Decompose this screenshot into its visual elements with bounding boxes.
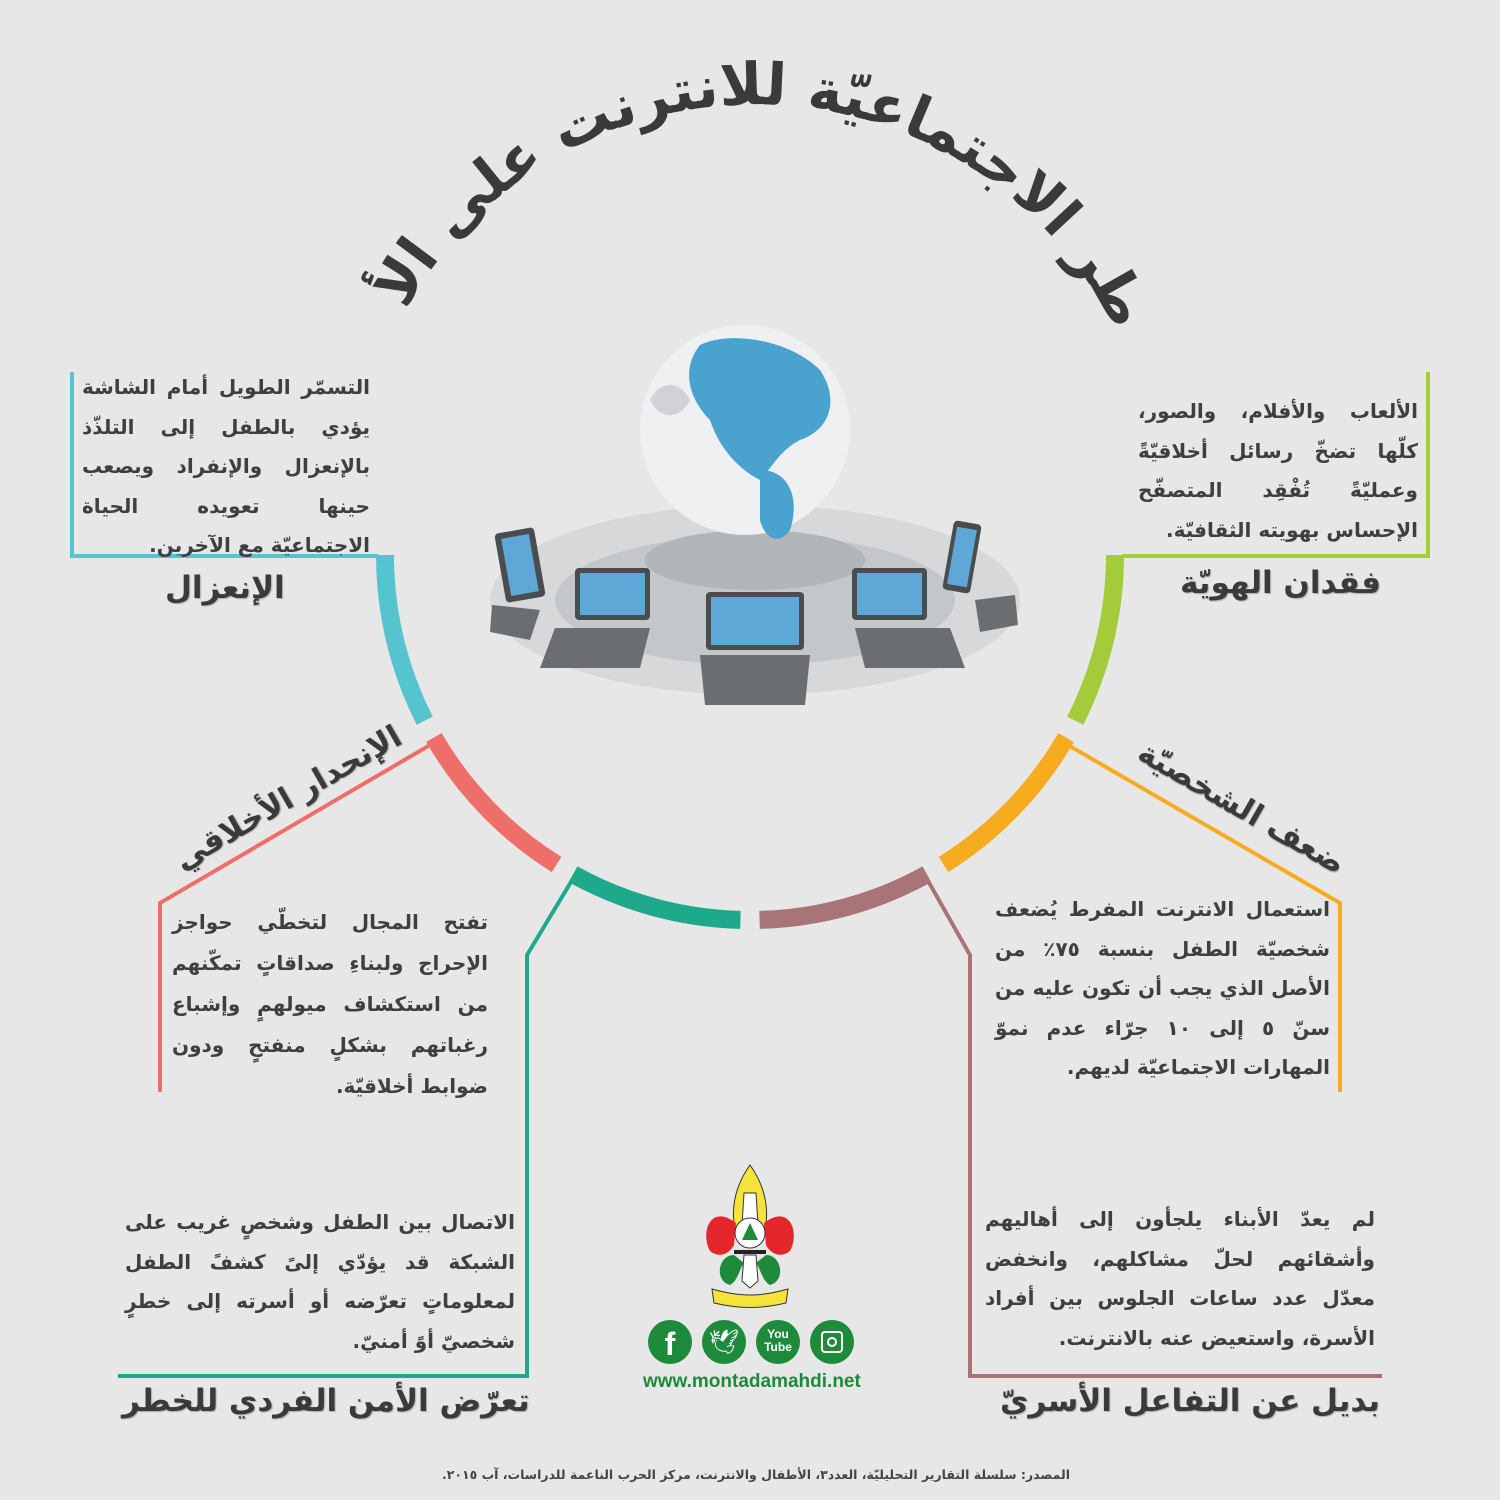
arc-family bbox=[759, 866, 932, 929]
arc-identity bbox=[1067, 554, 1124, 725]
connector-identity bbox=[1122, 372, 1430, 558]
identity-heading: فقدان الهويّة bbox=[1180, 565, 1382, 601]
instagram-icon[interactable] bbox=[810, 1320, 854, 1364]
title-text: المخاطر الاجتماعيّة للانترنت على الأطفال bbox=[0, 0, 1164, 338]
connector-security bbox=[118, 870, 579, 1378]
identity-text: الألعاب والأفلام، والصور، كلّها تضخّ رسا… bbox=[1138, 399, 1418, 542]
connector-family bbox=[921, 871, 1382, 1378]
isolation-heading: الإنعزال bbox=[165, 570, 285, 606]
arc-isolation bbox=[376, 554, 433, 725]
page-title: المخاطر الاجتماعيّة للانترنت على الأطفال bbox=[0, 0, 1164, 338]
arc-personality bbox=[938, 732, 1074, 873]
website-link[interactable]: www.montadamahdi.net bbox=[643, 1371, 861, 1392]
scouts-logo bbox=[706, 1164, 794, 1308]
source-citation: المصدر: سلسلة التقارير التحليليّة، العدد… bbox=[441, 1467, 1070, 1482]
globe-laptops-illustration bbox=[490, 325, 1020, 705]
connector-moral bbox=[158, 743, 432, 1092]
isolation-text: التسمّر الطويل أمام الشاشة يؤدي بالطفل إ… bbox=[82, 375, 370, 557]
arc-moral bbox=[426, 732, 562, 873]
personality-text: استعمال الانترنت المفرط يُضعف شخصيّة الط… bbox=[995, 897, 1330, 1079]
connectors bbox=[70, 372, 1430, 1378]
family-heading: بديل عن التفاعل الأسريّ bbox=[1000, 1383, 1380, 1419]
category-ring bbox=[376, 554, 1124, 929]
connector-isolation bbox=[70, 372, 378, 558]
arc-security bbox=[568, 866, 741, 929]
moral-text: تفتح المجال لتخطّي حواجز الإحراج ولبناءِ… bbox=[172, 910, 488, 1098]
security-text: الاتصال بين الطفل وشخصٍ غريب على الشبكة … bbox=[125, 1210, 515, 1353]
connector-personality bbox=[1066, 743, 1342, 1092]
family-text: لم يعدّ الأبناء يلجأون إلى أهاليهم وأشقا… bbox=[985, 1207, 1375, 1350]
twitter-icon[interactable]: 🕊 bbox=[702, 1320, 746, 1364]
security-heading: تعرّض الأمن الفردي للخطر bbox=[122, 1383, 530, 1419]
facebook-icon[interactable]: f bbox=[648, 1320, 692, 1364]
